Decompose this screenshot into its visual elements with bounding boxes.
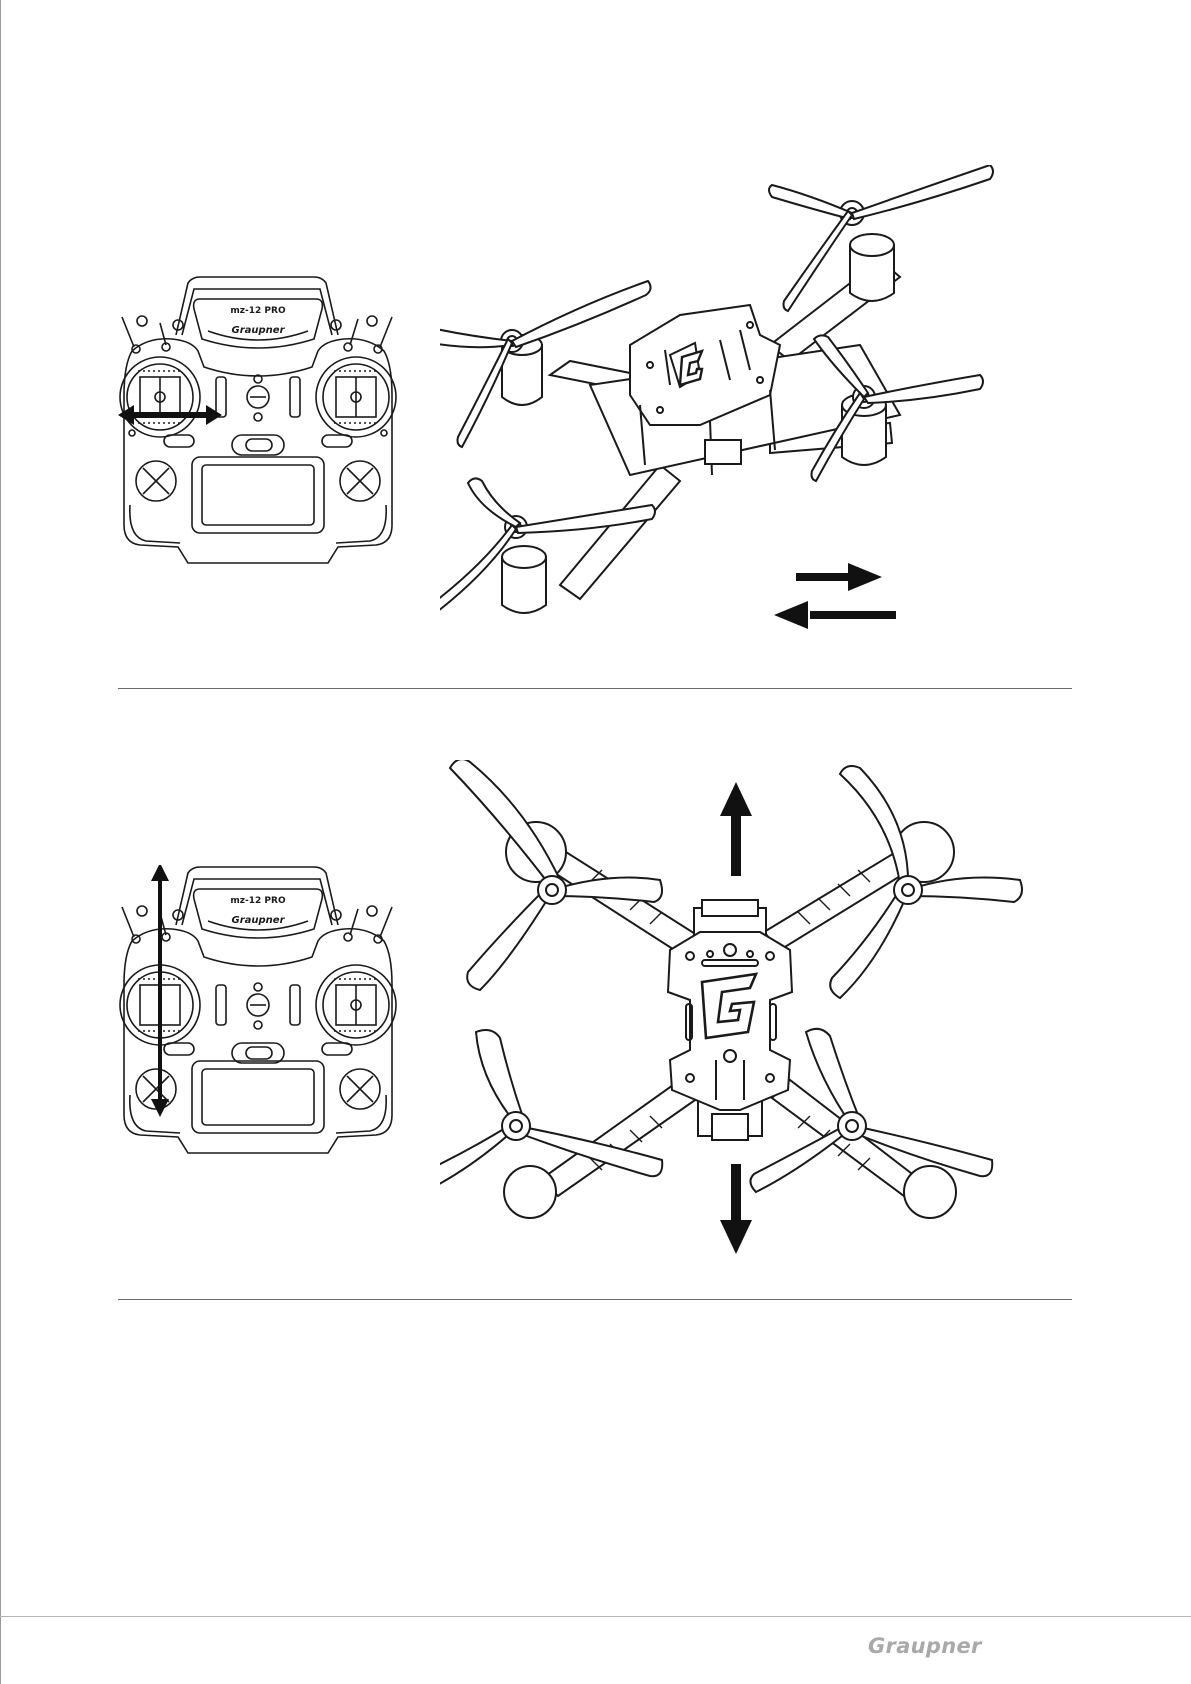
page-edge <box>0 0 1 1684</box>
stick-motion-horizontal-arrow-icon <box>118 405 222 425</box>
figure-separator-top <box>118 688 1072 689</box>
left-right-arrows-icon <box>774 563 896 629</box>
transmitter-illustration-pitch: mz-12 PRO Graupner <box>118 865 408 1165</box>
transmitter-model-label: mz-12 PRO <box>230 896 286 906</box>
transmitter-brand-label: Graupner <box>232 915 286 926</box>
transmitter-illustration-roll: mz-12 PRO Graupner <box>118 275 408 575</box>
footer-brand-logo: Graupner <box>868 1634 982 1658</box>
transmitter-model-label: mz-12 PRO <box>230 306 286 316</box>
figure-separator-bottom <box>118 1299 1072 1300</box>
drone-illustration-perspective <box>440 165 1080 685</box>
footer-rule <box>0 1616 1191 1617</box>
transmitter-brand-label: Graupner <box>232 325 286 336</box>
drone-illustration-top <box>440 760 1080 1260</box>
